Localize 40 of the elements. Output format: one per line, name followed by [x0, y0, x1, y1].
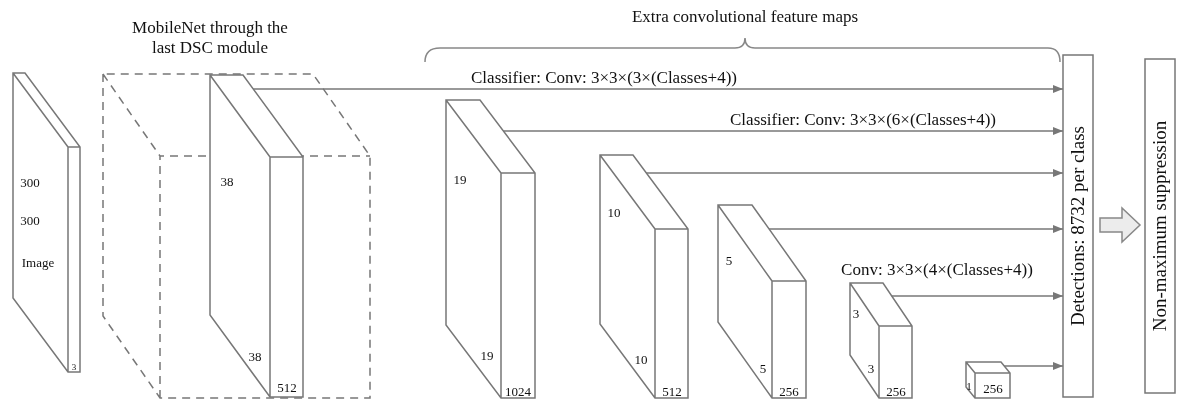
dimension-label: 19 — [453, 171, 467, 187]
dimension-label: 3 — [852, 305, 860, 321]
dimension-label: 5 — [725, 252, 733, 268]
dimension-label: 3 — [867, 360, 875, 376]
block-arrow — [1099, 206, 1142, 244]
dimension-label: 1 — [966, 379, 972, 393]
arrow — [645, 169, 1064, 177]
dimension-label: 300 — [20, 212, 40, 228]
arrow — [1003, 362, 1064, 370]
dimension-label: 256 — [983, 380, 1003, 396]
dimension-label: 38 — [220, 173, 234, 189]
output-label: Detections: 8732 per class — [1067, 126, 1089, 326]
input-image-block — [13, 73, 80, 372]
feature-map-block — [600, 155, 688, 398]
arrow — [768, 225, 1064, 233]
dimension-label: 300 — [20, 174, 40, 190]
block-title: MobileNet through the last DSC module — [131, 18, 289, 58]
dimension-label: Image — [21, 254, 55, 270]
dimension-label: 19 — [480, 347, 494, 363]
feature-map-block — [446, 100, 535, 398]
arrow — [252, 85, 1064, 93]
feature-map-block — [850, 283, 912, 398]
step-label: Non-maximum suppression — [1149, 120, 1171, 332]
feature-map-block — [718, 205, 806, 398]
detections-box — [1063, 55, 1093, 397]
arrow — [502, 127, 1064, 135]
dimension-label: 38 — [248, 348, 262, 364]
nms-box — [1145, 59, 1175, 393]
dimension-label: 5 — [759, 360, 767, 376]
feature-map-block — [966, 362, 1010, 398]
dimension-label: 512 — [277, 379, 297, 395]
arrow — [891, 292, 1064, 300]
dimension-label: 256 — [886, 383, 906, 399]
feature-map-block — [210, 75, 303, 397]
dimension-label: 1024 — [505, 383, 531, 399]
dimension-label: 256 — [779, 383, 799, 399]
dimension-label: 10 — [607, 204, 621, 220]
dimension-label: 3 — [71, 361, 77, 373]
dimension-label: 10 — [634, 351, 648, 367]
dimension-label: 512 — [662, 383, 682, 399]
